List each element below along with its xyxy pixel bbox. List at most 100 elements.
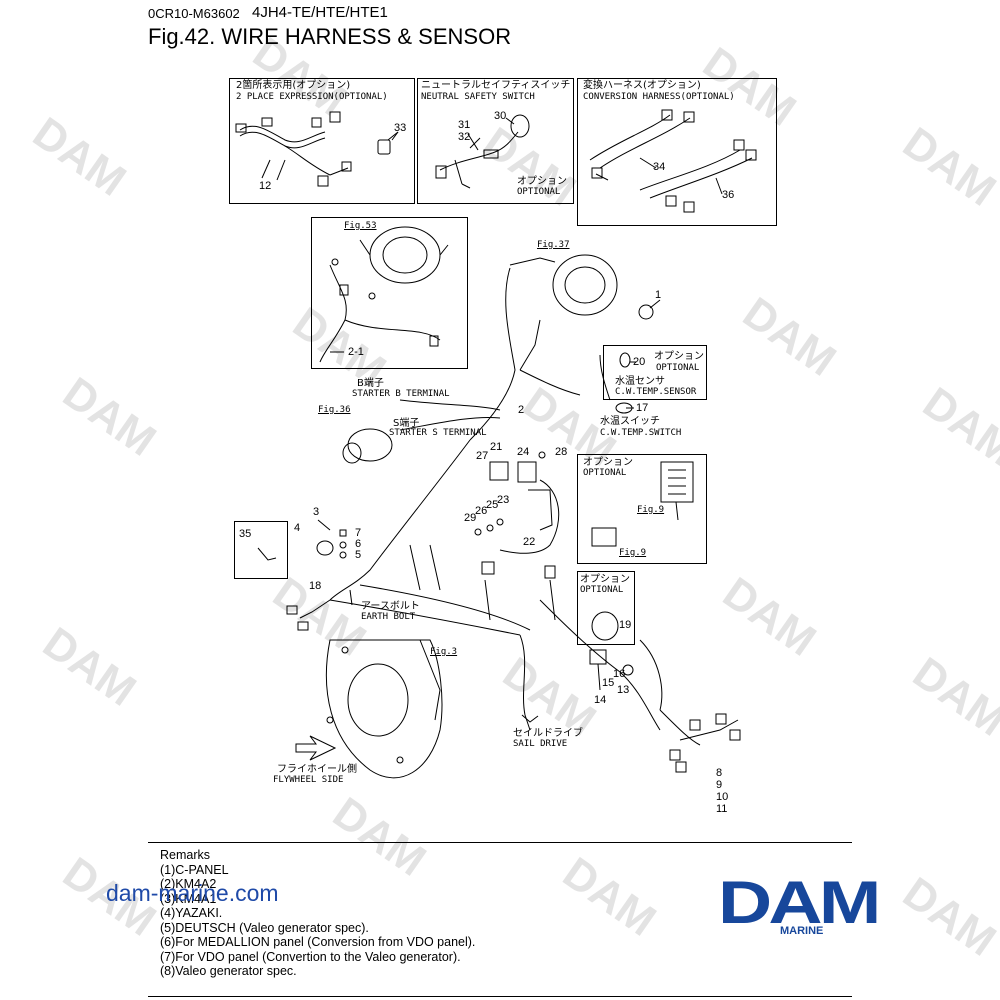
inset-conversion-harness — [577, 78, 777, 226]
part-number: 20 — [633, 356, 646, 368]
remarks-top-rule — [148, 842, 852, 843]
alternator-drawing — [319, 226, 449, 363]
remark-item: (7)For VDO panel (Convertion to the Vale… — [160, 949, 461, 964]
remark-item: (5)DEUTSCH (Valeo generator spec). — [160, 920, 369, 935]
two-place-harness-drawing — [235, 111, 399, 187]
marine-tagline: MARINE — [780, 925, 824, 937]
optional-en-label: OPTIONAL — [583, 468, 627, 478]
part-number: 19 — [619, 619, 632, 631]
part-number: 6 — [355, 538, 362, 550]
fig-ref: Fig.3 — [430, 647, 458, 657]
part-number: 31 — [458, 119, 471, 131]
part-number: 14 — [594, 694, 607, 706]
part-number: 27 — [476, 450, 489, 462]
fig-ref: Fig.53 — [344, 221, 377, 231]
remark-item: (1)C-PANEL — [160, 862, 229, 877]
neutral-switch-jp-label: ニュートラルセイフティスイッチ — [421, 80, 571, 91]
neutral-switch-drawing — [435, 114, 530, 189]
part-number: 3 — [313, 506, 320, 518]
remarks-bottom-rule — [148, 996, 852, 997]
sail-drive-en: SAIL DRIVE — [513, 739, 568, 749]
two-place-jp-label: 2箇所表示用(オプション) — [236, 80, 351, 91]
part-number: 18 — [309, 580, 322, 592]
main-harness-drawing — [257, 117, 741, 779]
starter-s-terminal-jp: S端子 — [393, 418, 420, 429]
inset-neutral-safety-switch — [417, 78, 574, 204]
part-number: 2-1 — [348, 346, 364, 358]
part-number: 29 — [464, 512, 477, 524]
part-number: 1 — [655, 289, 662, 301]
remark-item: (2)KM4A2 — [160, 877, 217, 891]
website-link[interactable]: dam-marine.com — [106, 880, 279, 906]
cw-temp-sensor-en-label: C.W.TEMP.SENSOR — [615, 387, 697, 397]
part-number: 32 — [458, 131, 471, 143]
part-number: 13 — [617, 684, 630, 696]
inset-optional-right — [577, 454, 707, 564]
fig-ref: Fig.36 — [318, 405, 351, 415]
part-number: 5 — [355, 549, 362, 561]
remark-item: (4)YAZAKI. — [160, 906, 223, 920]
fig-ref: Fig.9 — [619, 548, 647, 558]
two-place-en-label: 2 PLACE EXPRESSION(OPTIONAL) — [236, 92, 388, 102]
remark-item: (3)KM4A1 — [160, 891, 217, 906]
remarks-title: Remarks — [160, 848, 211, 862]
figure-title: Fig.42. WIRE HARNESS & SENSOR — [148, 24, 512, 49]
remarks-block: Remarks (1)C-PANEL (2)KM4A2 (3)KM4A1 (4)… — [160, 848, 475, 979]
part-number: 12 — [259, 180, 272, 192]
flywheel-side-jp: フライホイール側 — [277, 764, 357, 775]
starter-s-terminal-en: STARTER S TERMINAL — [389, 428, 487, 438]
part-number: 17 — [636, 402, 649, 414]
document-code: 0CR10-M63602 — [148, 6, 240, 21]
fig-ref: Fig.9 — [637, 505, 665, 515]
dam-logo: DAM — [718, 869, 881, 936]
optional-en-label: OPTIONAL — [656, 363, 700, 373]
optional-jp-label: オプション — [654, 351, 704, 362]
part-number: 16 — [613, 668, 626, 680]
part-number: 26 — [475, 505, 488, 517]
part-number: 9 — [716, 779, 723, 791]
part-number: 10 — [716, 791, 729, 803]
remark-item: (8)Valeo generator spec. — [160, 964, 297, 978]
part-number: 7 — [355, 527, 362, 539]
part-number: 15 — [602, 677, 615, 689]
cw-temp-switch-en-label: C.W.TEMP.SWITCH — [600, 428, 682, 438]
engine-model: 4JH4-TE/HTE/HTE1 — [252, 4, 388, 21]
starter-b-terminal-en: STARTER B TERMINAL — [352, 389, 450, 399]
part-number: 11 — [716, 803, 728, 815]
part-number: 8 — [716, 767, 723, 779]
flywheel-side-en: FLYWHEEL SIDE — [273, 775, 344, 785]
conversion-en-label: CONVERSION HARNESS(OPTIONAL) — [583, 92, 735, 102]
part-number: 24 — [517, 446, 530, 458]
neutral-switch-en-label: NEUTRAL SAFETY SWITCH — [421, 92, 535, 102]
inset-two-place-expression — [229, 78, 415, 204]
part-number: 4 — [294, 522, 301, 534]
part-number: 25 — [486, 499, 499, 511]
cw-temp-sensor-jp-label: 水温センサ — [615, 376, 665, 387]
cw-temp-switch-jp-label: 水温スイッチ — [600, 416, 660, 427]
optional-jp-label: オプション — [583, 457, 633, 468]
part-number: 30 — [494, 110, 507, 122]
part-number: 22 — [523, 536, 536, 548]
part-number: 34 — [653, 161, 666, 173]
optional-jp-label: オプション — [517, 176, 567, 187]
part-number: 35 — [239, 528, 252, 540]
part-number: 21 — [490, 441, 503, 453]
earth-bolt-en: EARTH BOLT — [361, 612, 416, 622]
optional-en-label: OPTIONAL — [580, 585, 624, 595]
earth-bolt-jp: アースボルト — [361, 601, 420, 612]
optional-jp-label: オプション — [580, 574, 630, 585]
remark-item: (6)For MEDALLION panel (Conversion from … — [160, 935, 476, 949]
conversion-jp-label: 変換ハーネス(オプション) — [583, 80, 701, 91]
inset-part-35 — [234, 521, 288, 579]
inset-optional-lower — [577, 571, 635, 645]
part-number: 28 — [555, 446, 568, 458]
part-number: 23 — [497, 494, 510, 506]
inset-temp-sensor — [603, 345, 707, 400]
optional-en-label: OPTIONAL — [517, 187, 561, 197]
inset-alternator — [311, 217, 468, 369]
starter-b-terminal-jp: B端子 — [357, 378, 384, 389]
conversion-harness-drawing — [589, 109, 757, 213]
part-number: 36 — [722, 189, 735, 201]
